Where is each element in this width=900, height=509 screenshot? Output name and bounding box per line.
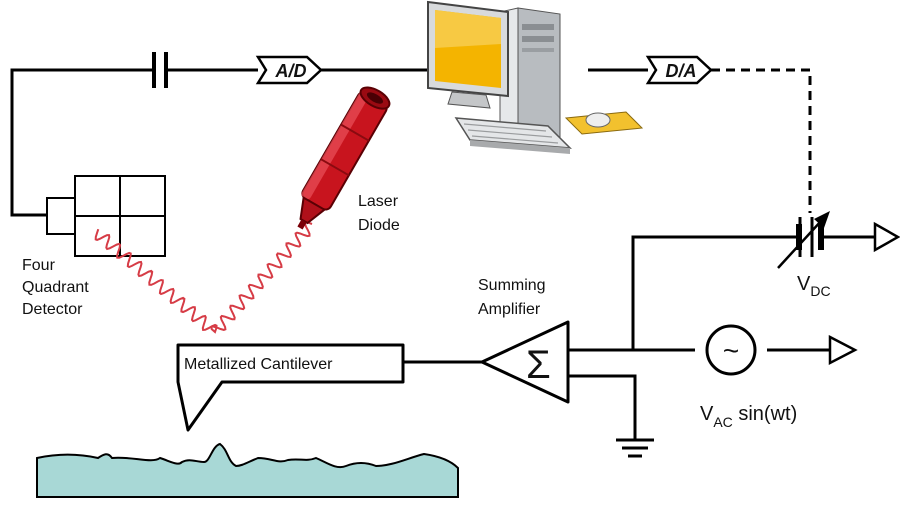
detector-label-line2: Quadrant xyxy=(22,279,89,296)
da-label: D/A xyxy=(666,61,697,81)
capacitor-symbol xyxy=(152,52,168,88)
computer-icon xyxy=(427,0,644,154)
laser-beam xyxy=(94,221,313,334)
detector-label-line3: Detector xyxy=(22,301,83,318)
detector-label-line1: Four xyxy=(22,257,56,274)
svg-text:VDC: VDC xyxy=(797,273,831,299)
variable-dc-source xyxy=(777,211,830,269)
four-quadrant-detector xyxy=(46,175,166,257)
da-converter: D/A xyxy=(645,55,713,85)
laser-label-line1: Laser xyxy=(358,193,399,210)
vdc-label-main: V xyxy=(797,273,811,295)
vac-label-sub: AC xyxy=(713,414,732,430)
amplifier-label-line1: Summing xyxy=(478,277,546,294)
vdc-label: VDC xyxy=(797,273,831,299)
vdc-label-sub: DC xyxy=(810,283,830,299)
laser-label-line2: Diode xyxy=(358,217,400,234)
amplifier-wires xyxy=(403,235,875,440)
amplifier-label-line2: Amplifier xyxy=(478,301,541,318)
sigma-symbol: Σ xyxy=(526,343,551,387)
metallized-cantilever xyxy=(176,343,405,432)
top-signal-wire xyxy=(10,68,648,217)
vac-label-main: V xyxy=(700,403,714,425)
cantilever-label: Metallized Cantilever xyxy=(184,356,333,373)
svg-text:VAC sin(wt): VAC sin(wt) xyxy=(700,403,797,430)
dashed-control-line xyxy=(711,68,812,213)
sample-surface xyxy=(36,442,459,498)
vac-label: VAC sin(wt) xyxy=(700,403,797,430)
output-terminal-ac xyxy=(828,334,858,366)
ground-symbol xyxy=(616,438,654,458)
summing-amplifier xyxy=(480,320,570,404)
ac-source-icon xyxy=(705,324,757,376)
vac-label-rest: sin(wt) xyxy=(733,403,797,425)
ad-label: A/D xyxy=(275,61,307,81)
laser-diode-icon xyxy=(297,86,391,230)
ac-tilde-symbol: ~ xyxy=(723,335,739,366)
output-terminal-dc xyxy=(873,221,900,253)
ad-converter: A/D xyxy=(255,55,323,85)
